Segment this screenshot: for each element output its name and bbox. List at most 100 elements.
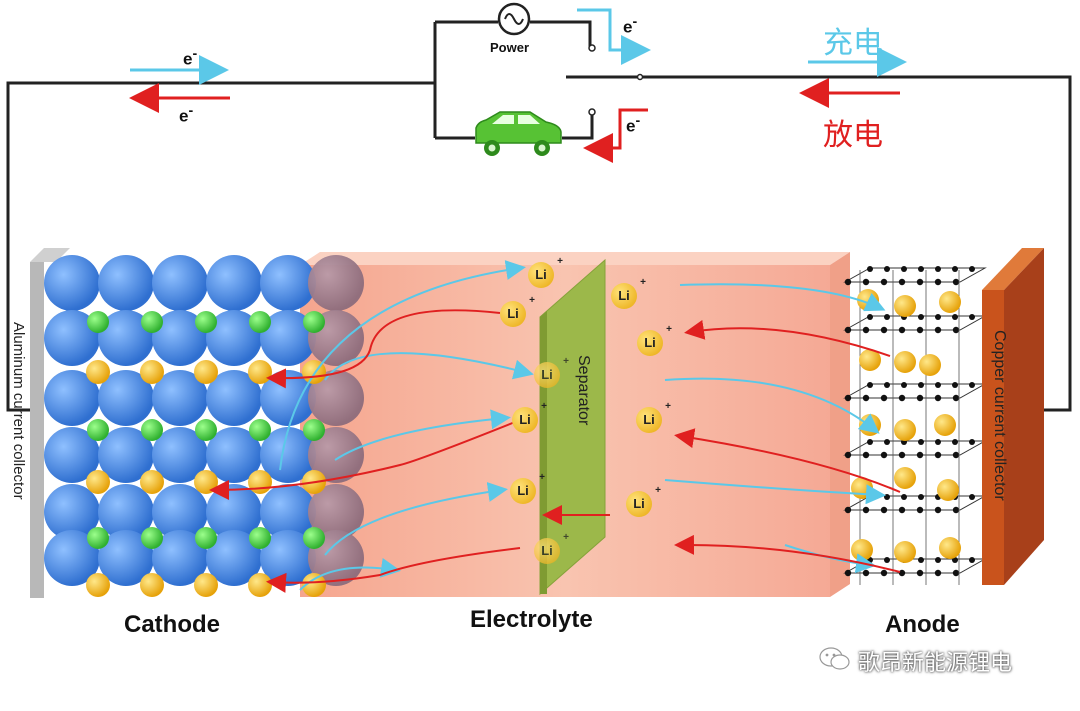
carbon-atom xyxy=(901,494,907,500)
carbon-atom xyxy=(952,506,960,514)
carbon-atom xyxy=(918,314,924,320)
ion-arrow-discharge xyxy=(674,534,901,573)
ion-arrows xyxy=(209,260,901,593)
carbon-atom xyxy=(969,314,975,320)
cathode-li-atom xyxy=(86,470,110,494)
carbon-atom xyxy=(880,278,888,286)
anode-li-atom xyxy=(894,541,916,563)
cathode-li-atom xyxy=(194,470,218,494)
anode-li-atom xyxy=(851,539,873,561)
carbon-atom xyxy=(918,557,924,563)
cathode-blue-atom xyxy=(152,530,208,586)
ion-arrow-charge xyxy=(334,409,511,461)
cathode-blue-atom xyxy=(44,255,100,311)
cathode-green-atom xyxy=(141,527,163,549)
power-source-icon xyxy=(497,2,531,36)
carbon-atom xyxy=(844,278,852,286)
cathode-li-atom xyxy=(248,360,272,384)
carbon-atom xyxy=(952,278,960,286)
cathode-blue-atom xyxy=(260,255,316,311)
cathode-edge-atom xyxy=(308,484,364,540)
power-label: Power xyxy=(490,40,530,55)
cathode-blue-atom xyxy=(152,484,208,540)
cathode-green-atom xyxy=(195,527,217,549)
cathode-li-atom xyxy=(248,573,272,597)
anode-li-atom xyxy=(894,467,916,489)
carbon-atom xyxy=(918,382,924,388)
cathode-green-atom xyxy=(87,419,109,441)
anode-li-atom xyxy=(894,419,916,441)
cathode-blue-atom xyxy=(98,484,154,540)
carbon-atom xyxy=(898,326,906,334)
li-ion: Li+ xyxy=(528,256,563,288)
carbon-atom xyxy=(884,266,890,272)
cathode-green-atom xyxy=(249,311,271,333)
carbon-atom xyxy=(969,494,975,500)
carbon-atom xyxy=(880,506,888,514)
carbon-atom xyxy=(884,314,890,320)
carbon-atom xyxy=(934,278,942,286)
cathode-blue-atom xyxy=(260,484,316,540)
ion-arrow-charge xyxy=(279,260,526,471)
carbon-atom xyxy=(880,394,888,402)
anode-lattice xyxy=(843,266,987,585)
carbon-atom xyxy=(934,394,942,402)
carbon-atom xyxy=(934,451,942,459)
carbon-atom xyxy=(844,326,852,334)
li-ion: Li+ xyxy=(611,277,646,309)
carbon-atom xyxy=(898,278,906,286)
cathode-blue-atom xyxy=(206,255,262,311)
switch-contact-bottom xyxy=(588,108,596,116)
carbon-atom xyxy=(916,394,924,402)
carbon-atom xyxy=(952,439,958,445)
carbon-atom xyxy=(952,382,958,388)
carbon-atom xyxy=(935,314,941,320)
electron-label-charge-switch: e- xyxy=(623,14,638,37)
carbon-atom xyxy=(862,394,870,402)
electrolyte-label: Electrolyte xyxy=(470,606,593,633)
cathode-green-atom xyxy=(249,419,271,441)
li-ion: Li+ xyxy=(636,401,671,433)
cathode-blue-atom xyxy=(152,255,208,311)
cathode-li-atom xyxy=(140,360,164,384)
carbon-atom xyxy=(969,557,975,563)
cathode-blue-atom xyxy=(44,530,100,586)
ion-arrow-discharge xyxy=(209,419,521,500)
carbon-atom xyxy=(884,382,890,388)
cathode-blue-atom xyxy=(98,370,154,426)
circuit-arrows xyxy=(129,8,907,163)
carbon-atom xyxy=(935,557,941,563)
cathode-blue-atom xyxy=(44,370,100,426)
cathode-edge-atom xyxy=(308,255,364,311)
ion-arrow-charge xyxy=(664,479,886,505)
wechat-icon xyxy=(818,646,852,672)
cathode-blue-atom xyxy=(260,427,316,483)
cathode-green-atom xyxy=(141,419,163,441)
anode-li-atom xyxy=(939,537,961,559)
cathode-blue-atom xyxy=(152,310,208,366)
carbon-atom xyxy=(862,278,870,286)
cathode-green-atom xyxy=(87,527,109,549)
carbon-atom xyxy=(952,314,958,320)
carbon-atom xyxy=(934,569,942,577)
ion-arrow-charge xyxy=(324,482,508,556)
cathode-blue-atom xyxy=(206,427,262,483)
watermark-text: 歌昂新能源锂电 xyxy=(858,651,1013,676)
cathode-green-atom xyxy=(141,311,163,333)
carbon-atom xyxy=(952,569,960,577)
carbon-atom xyxy=(916,278,924,286)
li-ion: Li+ xyxy=(512,401,547,433)
carbon-atom xyxy=(862,569,870,577)
anode-li-atom xyxy=(919,354,941,376)
cathode-green-atom xyxy=(303,419,325,441)
li-ion: Li+ xyxy=(534,532,569,564)
cathode-edge-atom xyxy=(308,427,364,483)
discharge-legend-label: 放电 xyxy=(823,118,883,153)
carbon-atom xyxy=(880,451,888,459)
carbon-atom xyxy=(918,494,924,500)
carbon-atom xyxy=(916,326,924,334)
cathode-blue-atom xyxy=(98,310,154,366)
ion-arrow-discharge xyxy=(684,319,891,357)
cathode-atoms xyxy=(44,255,364,597)
